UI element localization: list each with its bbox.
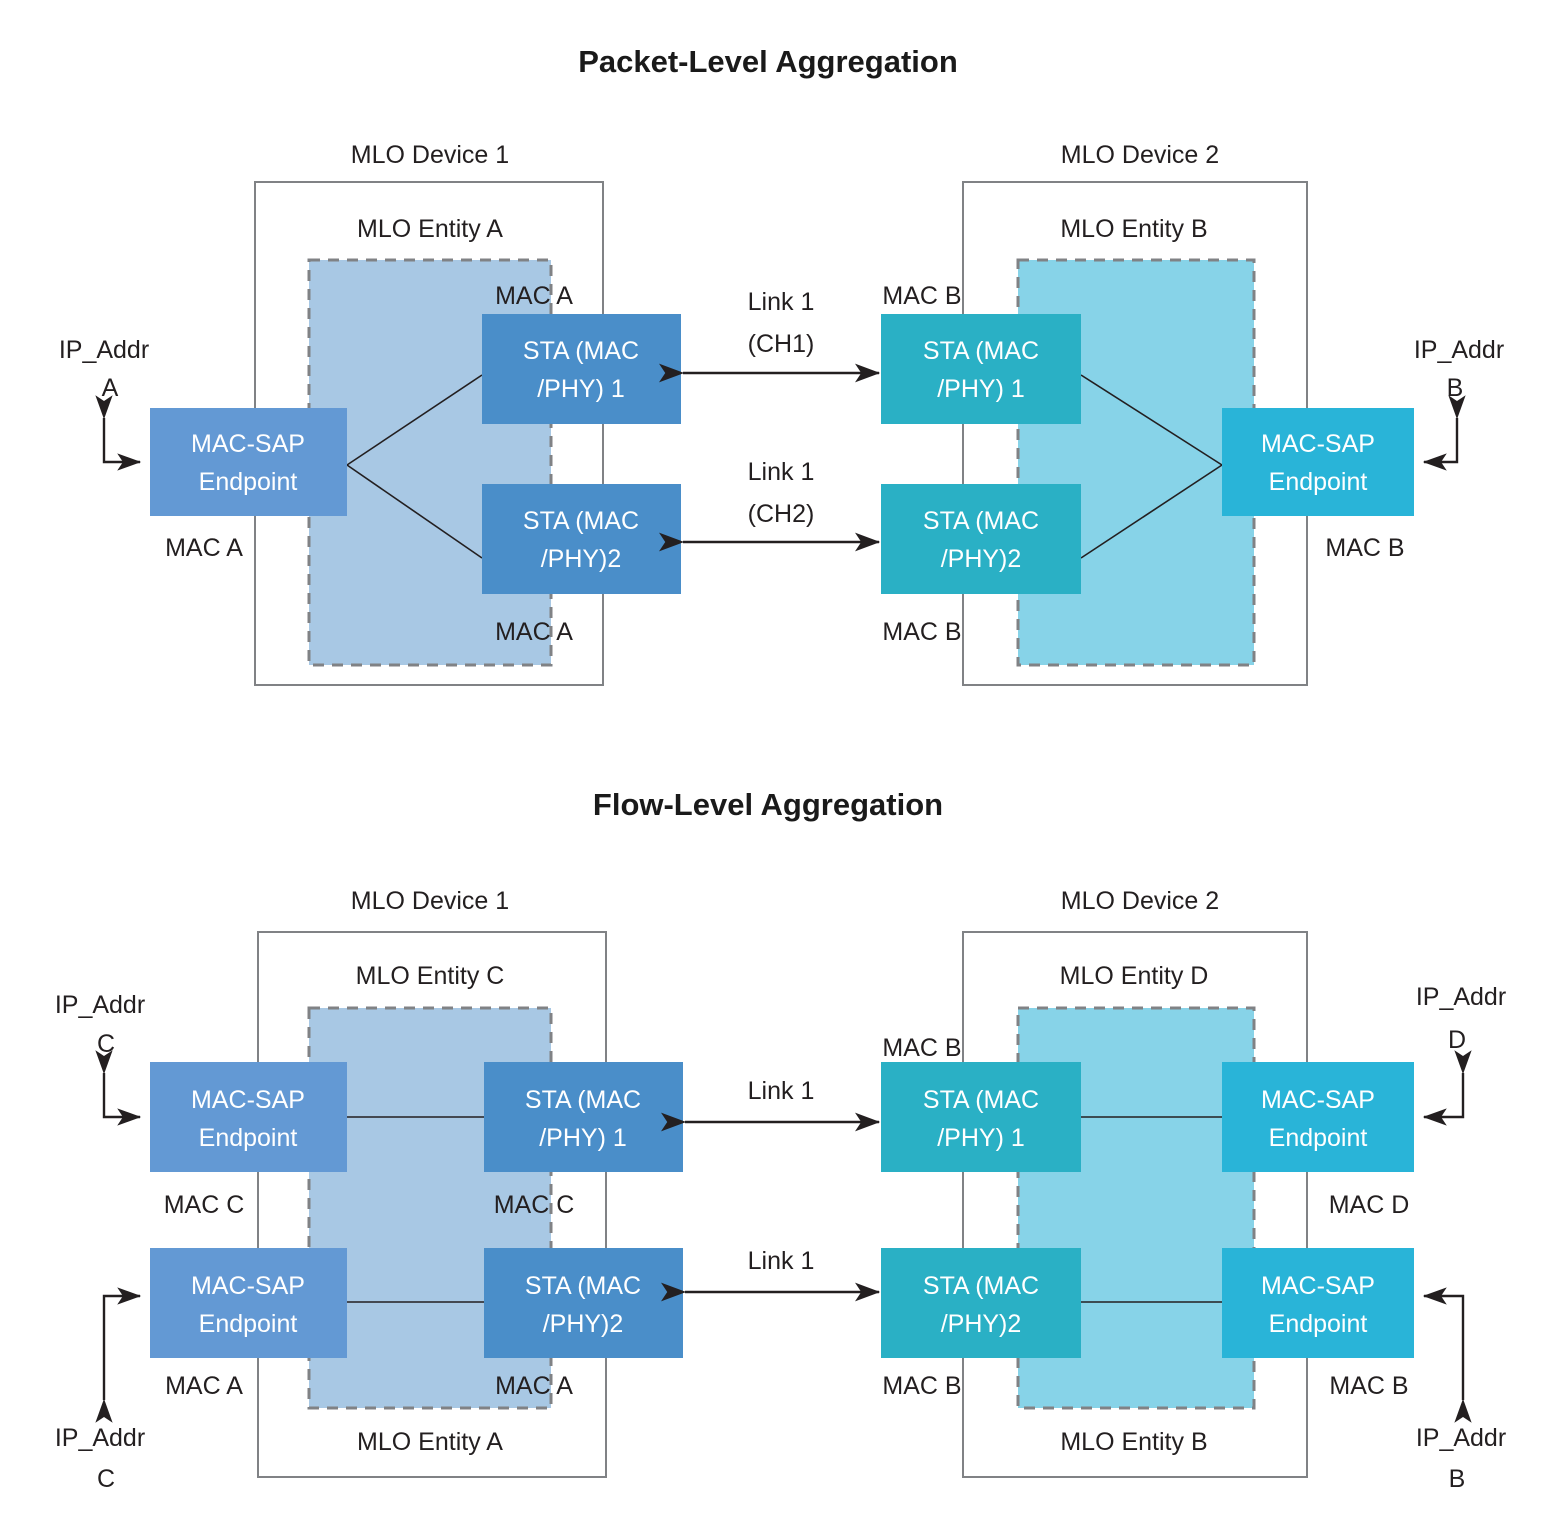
- packet-left-endpoint-mac: MAC A: [165, 534, 243, 562]
- flow-right-endpoint1-box[interactable]: [1222, 1062, 1414, 1172]
- flow-left-entity-bottom-label: MLO Entity A: [357, 1428, 503, 1456]
- flow-left-sta2-line1: STA (MAC: [525, 1272, 641, 1300]
- flow-right-endpoint2-line1: MAC-SAP: [1261, 1272, 1375, 1300]
- packet-right-endpoint-line1: MAC-SAP: [1261, 430, 1375, 458]
- packet-right-endpoint-box[interactable]: [1222, 408, 1414, 516]
- flow-right-device-label: MLO Device 2: [1061, 887, 1219, 915]
- packet-right-sta2-box[interactable]: [881, 484, 1081, 594]
- flow-link1-name: Link 1: [748, 1077, 815, 1105]
- flow-left-ip-top-value: C: [97, 1030, 115, 1058]
- packet-left-sta1-line1: STA (MAC: [523, 337, 639, 365]
- flow-left-device-box: [257, 931, 607, 1478]
- flow-left-endpoint1-box[interactable]: [150, 1062, 347, 1172]
- flow-right-sta1-line2: /PHY) 1: [937, 1124, 1025, 1152]
- flow-left-endpoint2-line1: MAC-SAP: [191, 1272, 305, 1300]
- flow-right-sta1-line1: STA (MAC: [923, 1086, 1039, 1114]
- packet-left-sta-bottom-mac: MAC A: [495, 618, 573, 646]
- packet-link1-channel: (CH1): [748, 330, 815, 358]
- flow-left-ip-bottom-value: C: [97, 1465, 115, 1493]
- flow-right-endpoint2-box[interactable]: [1222, 1248, 1414, 1358]
- packet-left-conn-lower: [346, 464, 483, 559]
- flow-right-sta-bottom-mac: MAC B: [882, 1372, 961, 1400]
- flow-right-sta-top-mac: MAC B: [882, 1034, 961, 1062]
- flow-link2-name: Link 1: [748, 1247, 815, 1275]
- packet-left-conn-upper: [346, 374, 483, 466]
- section-title-packet: Packet-Level Aggregation: [578, 44, 958, 79]
- packet-right-conn-lower: [1080, 464, 1223, 559]
- flow-left-sta-bottom-mac: MAC A: [495, 1372, 573, 1400]
- flow-left-endpoint2-line2: Endpoint: [199, 1310, 298, 1338]
- flow-right-device-box: [962, 931, 1308, 1478]
- packet-left-ip-label: IP_Addr: [59, 336, 149, 364]
- packet-left-sta-top-mac: MAC A: [495, 282, 573, 310]
- flow-left-sta1-box[interactable]: [484, 1062, 683, 1172]
- packet-right-ip-label: IP_Addr: [1414, 336, 1504, 364]
- flow-right-endpoint2-line2: Endpoint: [1269, 1310, 1368, 1338]
- flow-right-sta2-line2: /PHY)2: [941, 1310, 1022, 1338]
- packet-right-sta1-line2: /PHY) 1: [937, 375, 1025, 403]
- flow-right-sta2-box[interactable]: [881, 1248, 1081, 1358]
- packet-link2-name: Link 1: [748, 458, 815, 486]
- packet-left-sta1-box[interactable]: [482, 314, 681, 424]
- flow-left-ip-bottom-arrow: [95, 1287, 142, 1423]
- flow-right-sta1-box[interactable]: [881, 1062, 1081, 1172]
- packet-left-sta2-line2: /PHY)2: [541, 545, 622, 573]
- packet-left-entity-label: MLO Entity A: [357, 215, 503, 243]
- flow-right-endpoint1-line1: MAC-SAP: [1261, 1086, 1375, 1114]
- flow-left-ip-top-label: IP_Addr: [55, 991, 145, 1019]
- flow-right-endpoint1-line2: Endpoint: [1269, 1124, 1368, 1152]
- packet-right-sta2-line2: /PHY)2: [941, 545, 1022, 573]
- flow-right-entity-bottom-label: MLO Entity B: [1060, 1428, 1207, 1456]
- flow-right-ip-top-value: D: [1448, 1026, 1466, 1054]
- flow-left-endpoint2-box[interactable]: [150, 1248, 347, 1358]
- packet-right-device-label: MLO Device 2: [1061, 141, 1219, 169]
- packet-right-ip-value: B: [1447, 374, 1464, 402]
- packet-right-sta1-line1: STA (MAC: [923, 337, 1039, 365]
- flow-right-endpoint-top-mac: MAC D: [1329, 1191, 1410, 1219]
- packet-left-sta2-box[interactable]: [482, 484, 681, 594]
- flow-right-ip-bottom-value: B: [1449, 1465, 1466, 1493]
- flow-left-sta1-line1: STA (MAC: [525, 1086, 641, 1114]
- packet-left-sta2-line1: STA (MAC: [523, 507, 639, 535]
- flow-right-entity-top-label: MLO Entity D: [1060, 962, 1209, 990]
- flow-right-sta2-line1: STA (MAC: [923, 1272, 1039, 1300]
- packet-right-sta-top-mac: MAC B: [882, 282, 961, 310]
- packet-right-conn-upper: [1080, 374, 1223, 466]
- packet-left-device-label: MLO Device 1: [351, 141, 509, 169]
- flow-right-endpoint-bottom-mac: MAC B: [1329, 1372, 1408, 1400]
- packet-right-sta-bottom-mac: MAC B: [882, 618, 961, 646]
- flow-left-ip-bottom-label: IP_Addr: [55, 1424, 145, 1452]
- section-title-flow: Flow-Level Aggregation: [593, 787, 943, 822]
- flow-left-endpoint-bottom-mac: MAC A: [165, 1372, 243, 1400]
- flow-left-sta-top-mac: MAC C: [494, 1191, 575, 1219]
- flow-right-ip-bottom-label: IP_Addr: [1416, 1424, 1506, 1452]
- flow-right-ip-bottom-arrow: [1422, 1287, 1472, 1423]
- flow-right-ip-top-label: IP_Addr: [1416, 983, 1506, 1011]
- flow-left-sta2-line2: /PHY)2: [543, 1310, 624, 1338]
- flow-left-endpoint1-line1: MAC-SAP: [191, 1086, 305, 1114]
- packet-right-entity-label: MLO Entity B: [1060, 215, 1207, 243]
- packet-left-endpoint-line1: MAC-SAP: [191, 430, 305, 458]
- flow-left-sta2-box[interactable]: [484, 1248, 683, 1358]
- packet-left-ip-arrow: [95, 395, 142, 471]
- flow-left-endpoint1-line2: Endpoint: [199, 1124, 298, 1152]
- packet-right-endpoint-mac: MAC B: [1325, 534, 1404, 562]
- flow-right-ip-top-arrow: [1422, 1050, 1472, 1126]
- packet-right-sta2-line1: STA (MAC: [923, 507, 1039, 535]
- packet-link1-name: Link 1: [748, 288, 815, 316]
- flow-left-sta1-line2: /PHY) 1: [539, 1124, 627, 1152]
- flow-left-entity-top-label: MLO Entity C: [356, 962, 505, 990]
- flow-left-endpoint-top-mac: MAC C: [164, 1191, 245, 1219]
- packet-right-sta1-box[interactable]: [881, 314, 1081, 424]
- flow-left-ip-top-arrow: [95, 1050, 142, 1126]
- packet-link2-channel: (CH2): [748, 500, 815, 528]
- packet-left-endpoint-box[interactable]: [150, 408, 347, 516]
- flow-left-device-label: MLO Device 1: [351, 887, 509, 915]
- packet-left-ip-value: A: [102, 374, 119, 402]
- packet-right-ip-arrow: [1422, 395, 1466, 471]
- packet-left-endpoint-line2: Endpoint: [199, 468, 298, 496]
- packet-left-sta1-line2: /PHY) 1: [537, 375, 625, 403]
- packet-right-endpoint-line2: Endpoint: [1269, 468, 1368, 496]
